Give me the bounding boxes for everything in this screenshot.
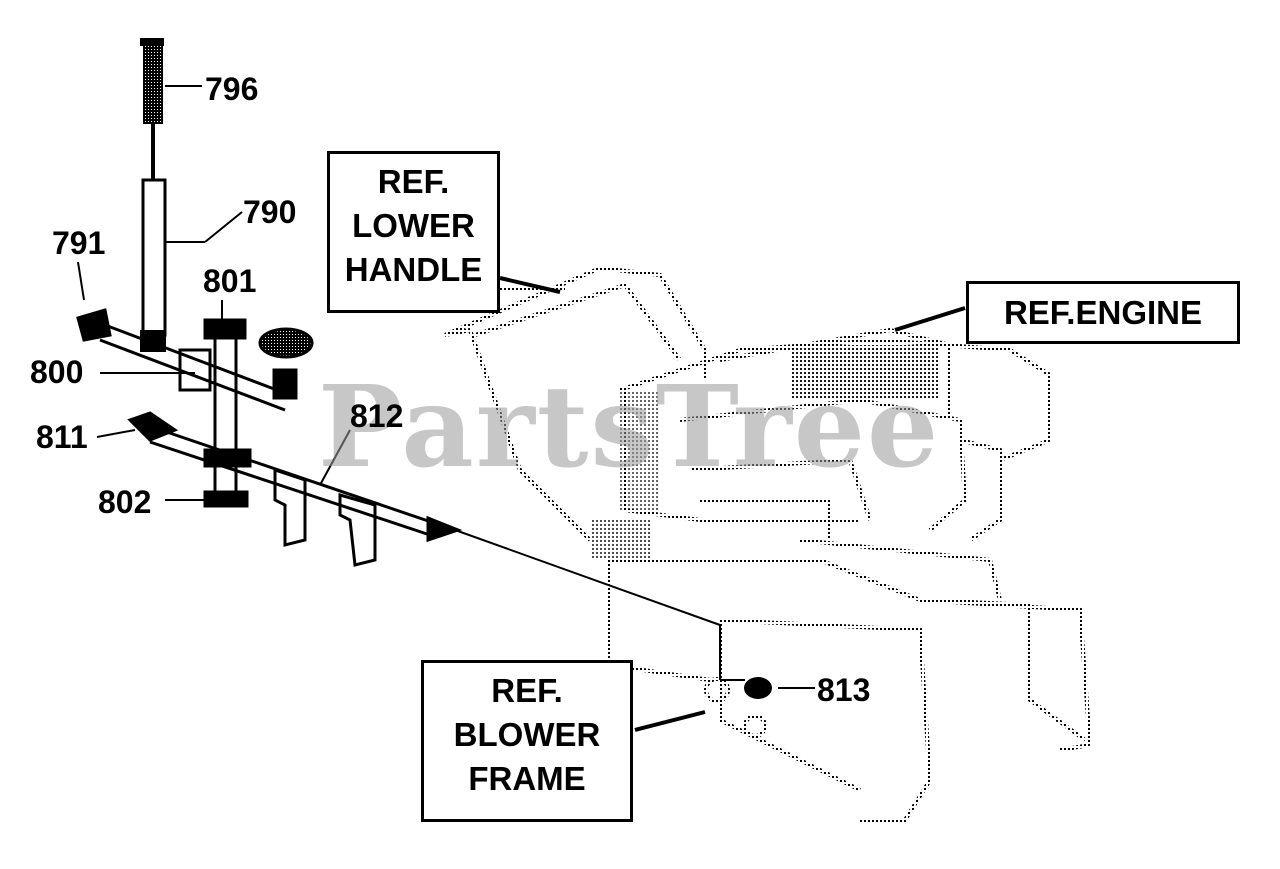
ref-blower-frame-line-3: FRAME (468, 760, 586, 797)
ref-engine-label: REF.ENGINE (1003, 294, 1203, 331)
shift-shaft-812 (127, 411, 463, 567)
ref-lower-handle-line-3: HANDLE (344, 251, 483, 288)
part-label-796: 796 (205, 71, 259, 107)
ref-engine-box: REF.ENGINE (966, 281, 1240, 344)
ref-blower-frame-box: REF. BLOWER FRAME (421, 660, 633, 822)
part-label-800: 800 (30, 354, 84, 390)
shift-lever-790-rod (140, 178, 167, 352)
part-label-791: 791 (52, 225, 106, 261)
ref-lower-handle-line-1: REF. (377, 163, 450, 200)
engine-shading (590, 345, 940, 560)
ref-blower-frame-line-2: BLOWER (453, 716, 601, 753)
ref-lower-handle-box: REF. LOWER HANDLE (327, 151, 500, 313)
shift-lever-796-knob (140, 38, 164, 180)
ref-blower-frame-line-1: REF. (491, 672, 563, 709)
part-label-812: 812 (350, 398, 404, 434)
part-label-790: 790 (243, 194, 297, 230)
partstree-watermark: PartsTree (318, 362, 941, 493)
shift-cable (454, 529, 745, 681)
part-label-801: 801 (203, 263, 257, 299)
part-label-802: 802 (98, 484, 152, 520)
linkage-plate-assembly (76, 308, 314, 500)
nut-813 (744, 677, 772, 699)
leader-lines (77, 85, 966, 732)
part-label-813: 813 (817, 672, 871, 708)
part-label-811: 811 (36, 419, 88, 455)
ref-lower-handle-line-2: LOWER (352, 207, 475, 244)
